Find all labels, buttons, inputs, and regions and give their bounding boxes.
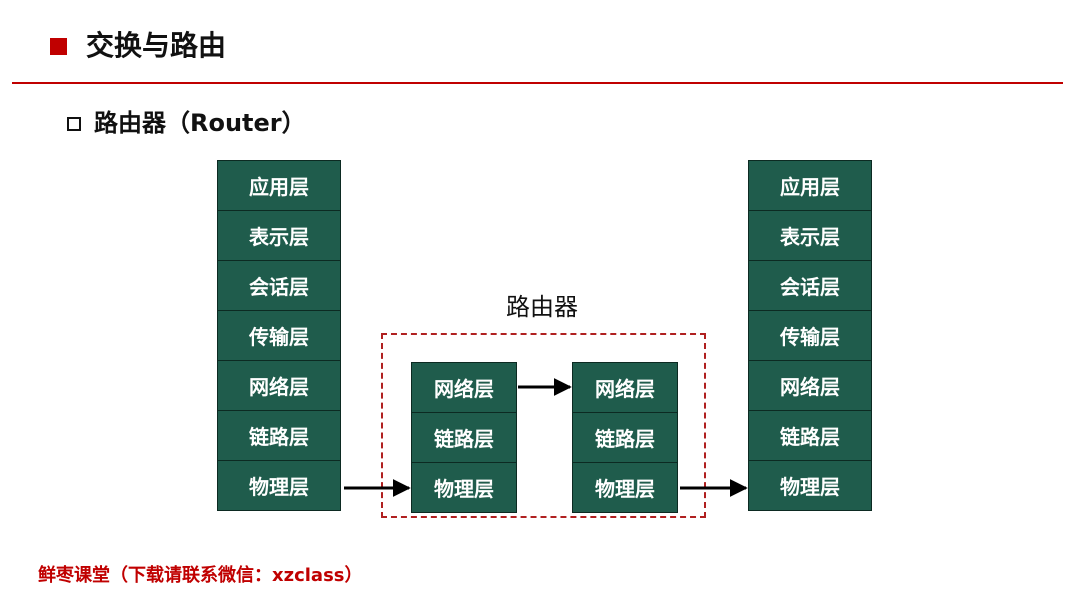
title-divider xyxy=(12,82,1063,84)
title-square-icon xyxy=(50,38,67,55)
router-in-layer-link: 链路层 xyxy=(411,412,517,463)
right-layer-transport: 传输层 xyxy=(748,310,872,361)
section-subtitle: 路由器（Router） xyxy=(94,109,306,137)
router-out-layer-physical: 物理层 xyxy=(572,462,678,513)
router-in-layer-network: 网络层 xyxy=(411,362,517,413)
left-layer-application: 应用层 xyxy=(217,160,341,211)
router-out-stack: 网络层 链路层 物理层 xyxy=(572,362,678,513)
left-layer-transport: 传输层 xyxy=(217,310,341,361)
left-layer-physical: 物理层 xyxy=(217,460,341,511)
right-layer-link: 链路层 xyxy=(748,410,872,461)
left-layer-network: 网络层 xyxy=(217,360,341,411)
left-layer-session: 会话层 xyxy=(217,260,341,311)
left-layer-presentation: 表示层 xyxy=(217,210,341,261)
right-layer-physical: 物理层 xyxy=(748,460,872,511)
right-host-stack: 应用层 表示层 会话层 传输层 网络层 链路层 物理层 xyxy=(748,160,872,511)
hollow-square-bullet-icon xyxy=(67,117,81,131)
router-in-stack: 网络层 链路层 物理层 xyxy=(411,362,517,513)
page-title: 交换与路由 xyxy=(86,29,227,62)
router-boundary xyxy=(381,333,706,518)
router-in-layer-physical: 物理层 xyxy=(411,462,517,513)
left-layer-link: 链路层 xyxy=(217,410,341,461)
right-layer-application: 应用层 xyxy=(748,160,872,211)
footer-note: 鲜枣课堂（下载请联系微信：xzclass） xyxy=(38,565,363,586)
router-out-layer-link: 链路层 xyxy=(572,412,678,463)
right-layer-presentation: 表示层 xyxy=(748,210,872,261)
router-label: 路由器 xyxy=(506,293,578,321)
router-out-layer-network: 网络层 xyxy=(572,362,678,413)
left-host-stack: 应用层 表示层 会话层 传输层 网络层 链路层 物理层 xyxy=(217,160,341,511)
right-layer-network: 网络层 xyxy=(748,360,872,411)
